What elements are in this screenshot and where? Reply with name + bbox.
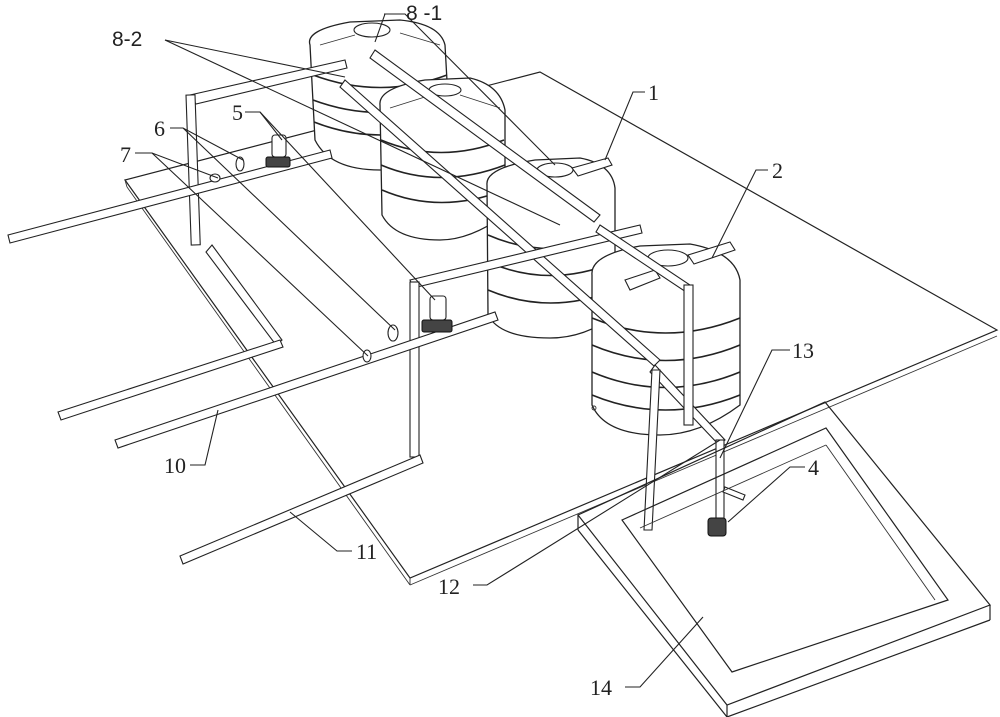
vertical-pipes <box>185 94 725 531</box>
label-8-2: 8-2 <box>112 28 142 51</box>
label-11: 11 <box>356 539 377 564</box>
label-7: 7 <box>120 142 131 167</box>
pump-lower <box>421 295 453 333</box>
label-5: 5 <box>232 100 243 125</box>
label-2: 2 <box>772 158 783 183</box>
labels: 8 -1 8-2 1 2 5 6 7 10 11 12 13 4 14 <box>112 2 819 700</box>
label-10: 10 <box>164 453 186 478</box>
outlet-pipe-11 <box>179 454 424 565</box>
outlet-pipes <box>7 149 746 565</box>
label-6: 6 <box>154 116 165 141</box>
leader-lines <box>135 13 805 688</box>
label-1: 1 <box>648 80 659 105</box>
top-pipes <box>189 49 726 446</box>
basin-14 <box>577 401 991 717</box>
valves <box>209 156 399 363</box>
outlet-pipe-1 <box>7 149 333 244</box>
pump-upper <box>265 134 291 168</box>
nozzle-4 <box>707 517 727 537</box>
label-14: 14 <box>590 675 612 700</box>
label-12: 12 <box>438 574 460 599</box>
label-4: 4 <box>808 455 819 480</box>
tank-2 <box>591 241 741 436</box>
label-8-1: 8 -1 <box>406 2 442 25</box>
label-13: 13 <box>792 338 814 363</box>
outlet-pipe-2 <box>57 339 284 421</box>
